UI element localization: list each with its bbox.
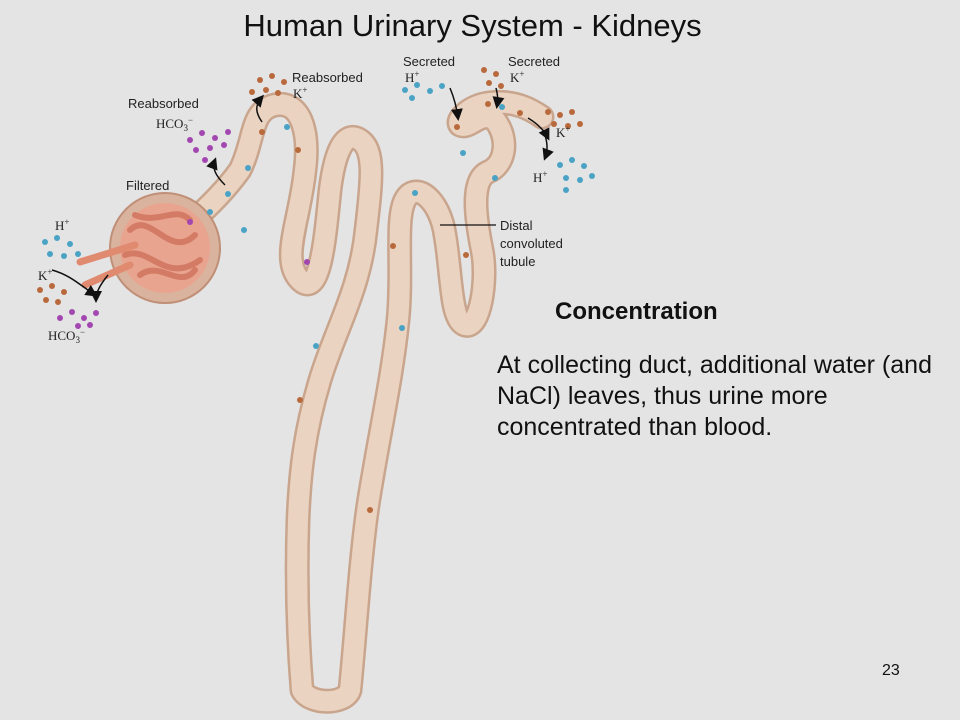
ion-clusters (37, 67, 595, 329)
label-hco3-left: HCO (48, 328, 75, 343)
ion-dot (241, 227, 247, 233)
label-distal-line1: Distal (500, 218, 533, 233)
ion-dot (463, 252, 469, 258)
ion-dot (297, 397, 303, 403)
ion-dot (517, 110, 523, 116)
ion-dot (485, 101, 491, 107)
svg-text:HCO3−: HCO3− (156, 115, 193, 133)
svg-text:K+: K+ (556, 124, 570, 140)
label-secreted-h: Secreted (403, 54, 455, 69)
ion-dot (412, 190, 418, 196)
svg-text:K+: K+ (38, 267, 52, 283)
label-distal-line2: convoluted (500, 236, 563, 251)
ion-dot (187, 219, 193, 225)
ion-dot (313, 343, 319, 349)
label-k-ion-top: K (510, 70, 520, 85)
label-distal-line3: tubule (500, 254, 535, 269)
ion-dot (454, 124, 460, 130)
ion-dot (499, 104, 505, 110)
diagram-labels: Reabsorbed K+ Reabsorbed HCO3− Filtered … (38, 54, 570, 345)
concentration-heading: Concentration (555, 298, 718, 325)
label-reabsorbed-hco3: Reabsorbed (128, 96, 199, 111)
concentration-body: At collecting duct, additional water (an… (497, 351, 932, 441)
page-number: 23 (882, 662, 900, 679)
svg-text:H+: H+ (55, 217, 69, 233)
label-h-ion: H (55, 218, 64, 233)
svg-text:H+: H+ (405, 69, 419, 85)
label-k-ion-left: K (38, 268, 48, 283)
svg-text:K+: K+ (510, 69, 524, 85)
ion-dot (399, 325, 405, 331)
label-k-ion-right: K (556, 125, 566, 140)
label-filtered: Filtered (126, 178, 169, 193)
ion-dot (207, 209, 213, 215)
svg-text:HCO3−: HCO3− (48, 327, 85, 345)
ion-dot (492, 175, 498, 181)
arrows (51, 87, 554, 303)
svg-text:K+: K+ (293, 85, 307, 101)
ion-dot (295, 147, 301, 153)
ion-dot (225, 191, 231, 197)
label-secreted-k: Secreted (508, 54, 560, 69)
nephron-tubule (137, 89, 555, 714)
label-k-ion: K (293, 86, 303, 101)
label-h-ion-top: H (405, 70, 414, 85)
svg-text:H+: H+ (533, 169, 547, 185)
ion-dot (245, 165, 251, 171)
ion-dot (460, 150, 466, 156)
slide-title: Human Urinary System - Kidneys (243, 8, 702, 43)
ion-dot (304, 259, 310, 265)
ion-dot (367, 507, 373, 513)
label-reabsorbed-k: Reabsorbed (292, 70, 363, 85)
ion-dot (390, 243, 396, 249)
ion-dot (284, 124, 290, 130)
label-h-ion-right: H (533, 170, 542, 185)
label-hco3: HCO (156, 116, 183, 131)
ion-dot (259, 129, 265, 135)
